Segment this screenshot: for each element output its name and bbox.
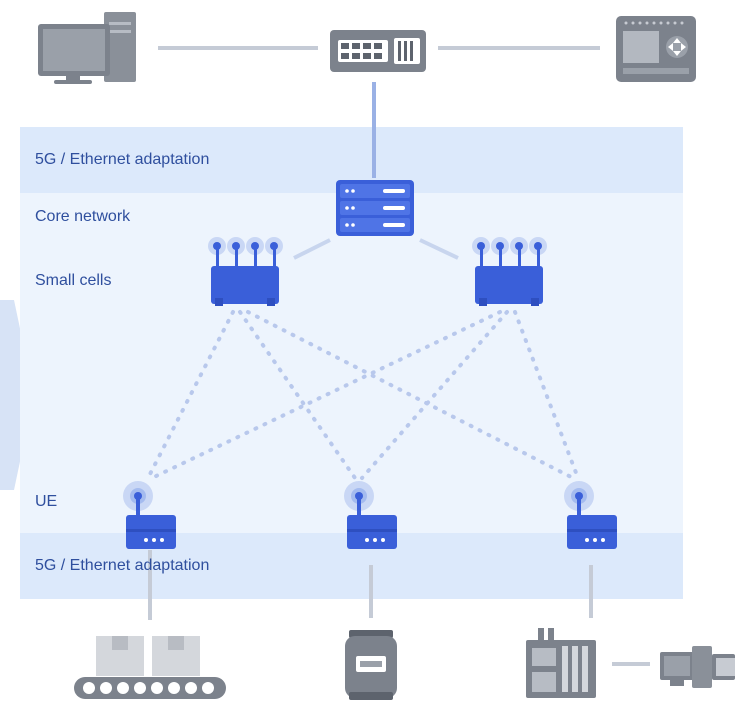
workstation-icon: [660, 646, 735, 688]
conveyor-belt-icon: [74, 636, 226, 699]
desktop-computer-icon: [38, 12, 136, 84]
ue-modem-icon: [344, 481, 397, 549]
plc-cabinet-icon: [526, 628, 596, 698]
core-server-icon: [336, 180, 414, 236]
small-cell-router-icon: [472, 237, 547, 306]
ue-modem-icon: [564, 481, 617, 549]
small-cells-label: Small cells: [35, 272, 112, 289]
ethernet-switch-icon: [330, 30, 426, 72]
adaptation-label-bottom: 5G / Ethernet adaptation: [35, 557, 210, 574]
link-core-cell-right: [419, 238, 459, 260]
wireless-links: [146, 310, 580, 480]
ue-label: UE: [35, 493, 58, 510]
small-cell-router-icon: [208, 237, 283, 306]
core-network-label: Core network: [35, 208, 131, 225]
adaptation-label-top: 5G / Ethernet adaptation: [35, 151, 210, 168]
ue-modem-icon: [123, 481, 176, 549]
hmi-panel-icon: [616, 16, 696, 82]
meter-icon: [345, 630, 397, 700]
link-core-cell-left: [293, 238, 331, 260]
chevron-arrow-icon: [0, 300, 34, 490]
